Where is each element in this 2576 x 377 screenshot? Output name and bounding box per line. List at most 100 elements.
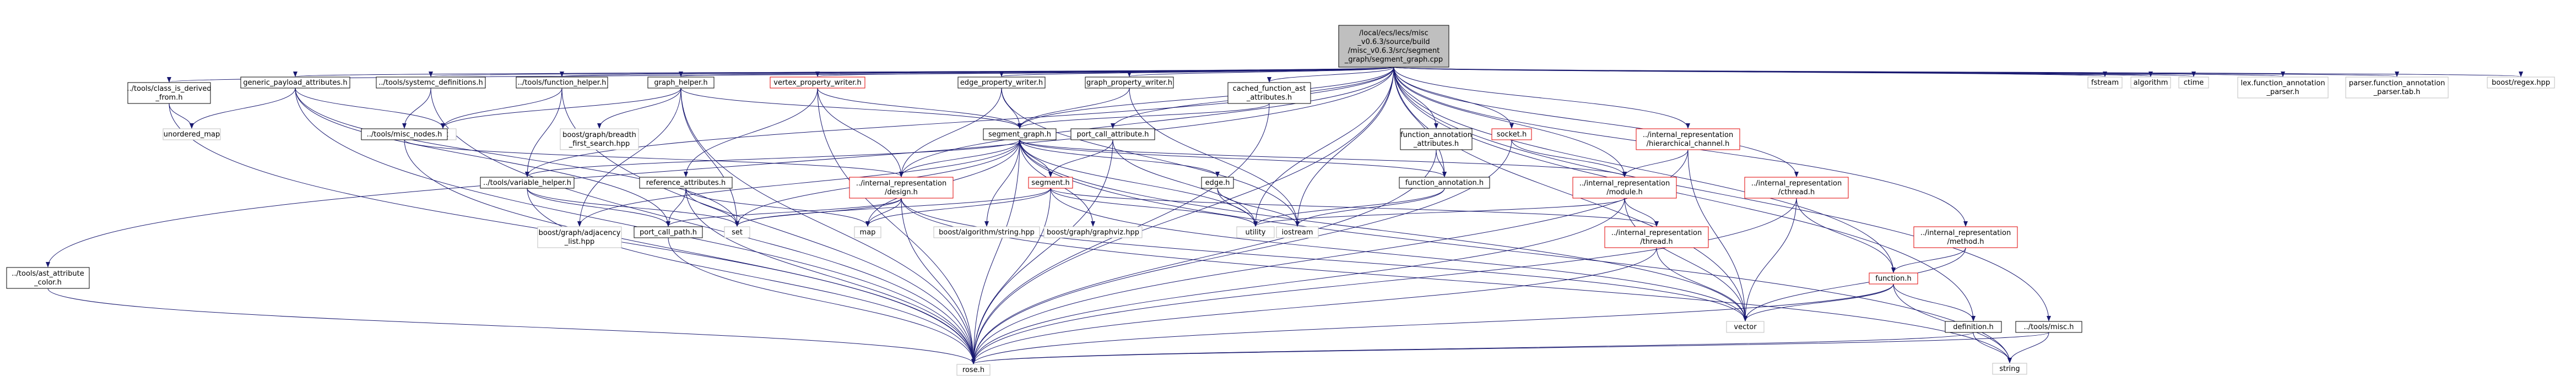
node-label: lex.function_annotation: [2241, 79, 2325, 88]
edge-ir_thread-to-rose: [971, 247, 1657, 364]
node-label: /local/ecs/lecs/misc: [1359, 29, 1428, 37]
node-function_h[interactable]: function.h: [1869, 272, 1918, 285]
node-label: /hierarchical_channel.h: [1647, 140, 1730, 148]
edge-root-to-definition_h: [1393, 67, 1976, 321]
node-label: segment_graph.h: [988, 130, 1051, 139]
edge-function_helper-to-list: [441, 88, 562, 129]
node-label: ../tools/misc.h: [2024, 323, 2074, 331]
node-label: segment.h: [1031, 179, 1069, 187]
node-label: _graph/segment_graph.cpp: [1344, 56, 1443, 64]
edge-generic_payload-to-port_call_path: [295, 88, 670, 227]
edge-function_h-to-rose: [971, 283, 1894, 364]
node-label: /design.h: [885, 188, 918, 196]
edge-root-to-edge_writer: [999, 67, 1394, 77]
node-label: _color.h: [34, 278, 62, 287]
node-box: [376, 77, 486, 89]
node-misc_nodes[interactable]: ../tools/misc_nodes.h: [361, 128, 448, 140]
edge-root-to-socket: [1393, 67, 1514, 129]
node-bfs: boost/graph/breadth_first_search.hpp: [560, 128, 639, 150]
edge-fn_annotation-to-iostream: [1295, 188, 1445, 227]
edge-root-to-vector: [1393, 67, 1747, 321]
node-ir_method[interactable]: ../internal_representation/method.h: [1913, 226, 2018, 248]
node-label: ../tools/misc_nodes.h: [367, 130, 442, 139]
node-misc_h[interactable]: ../tools/misc.h: [2015, 321, 2082, 333]
node-label: ctime: [2184, 79, 2204, 87]
node-hier_channel[interactable]: ../internal_representation/hierarchical_…: [1636, 128, 1740, 150]
node-systemc_defs[interactable]: ../tools/systemc_definitions.h: [376, 77, 486, 89]
node-graph_helper[interactable]: graph_helper.h: [647, 77, 715, 89]
node-graph_writer[interactable]: graph_property_writer.h: [1085, 77, 1174, 89]
node-box: [634, 226, 703, 238]
edge-graph_helper-to-bfs: [597, 88, 681, 129]
node-label: ../tools/ast_attribute: [12, 270, 84, 278]
node-box: [983, 128, 1057, 140]
node-map: map: [854, 226, 881, 238]
node-label: function_annotation: [1400, 131, 1472, 139]
node-ir_design[interactable]: ../internal_representation/design.h: [849, 177, 954, 199]
edge-ir_design-to-rose: [901, 198, 976, 364]
node-fn_ann_attrs[interactable]: function_annotation_attributes.h: [1400, 128, 1473, 150]
node-label: _first_search.hpp: [569, 140, 630, 148]
node-label: /module.h: [1606, 188, 1642, 196]
node-label: fstream: [2091, 79, 2119, 87]
node-label: rose.h: [962, 366, 984, 374]
node-box: [1572, 177, 1677, 199]
edge-segment_h-to-rose: [971, 188, 1051, 364]
edge-edge_writer-to-iostream: [1001, 88, 1300, 227]
edge-misc_h-to-rose: [971, 332, 2049, 364]
node-box: [6, 267, 90, 289]
node-boost_regex: boost/regex.hpp: [2487, 77, 2555, 89]
edge-segment_graph-to-adjacency: [577, 139, 1020, 227]
node-box: [854, 226, 881, 238]
node-ir_module[interactable]: ../internal_representation/module.h: [1572, 177, 1677, 199]
node-ir_cthread[interactable]: ../internal_representation/cthread.h: [1744, 177, 1849, 199]
edge-segment_h-to-vector: [1050, 188, 1747, 321]
node-label: _attributes.h: [1413, 140, 1459, 148]
node-box: [1744, 177, 1849, 199]
node-variable_helper[interactable]: ../tools/variable_helper.h: [480, 177, 575, 189]
node-socket[interactable]: socket.h: [1491, 128, 1532, 140]
node-edge_writer[interactable]: edge_property_writer.h: [957, 77, 1046, 89]
edge-segment_graph-to-string: [1019, 139, 2012, 363]
node-box: [1043, 226, 1143, 238]
edge-graph_writer-to-iostream: [1129, 88, 1300, 227]
edge-root-to-rose: [971, 67, 1394, 364]
edge-ast_attr_color-to-rose: [47, 288, 976, 364]
edge-ir_cthread-to-function_h: [1796, 198, 1896, 273]
node-fn_annotation[interactable]: function_annotation.h: [1399, 177, 1490, 189]
edge-root-to-ast_attr_color: [46, 67, 1394, 267]
node-label: edge_property_writer.h: [960, 79, 1043, 87]
edge-graph_helper-to-segment_graph: [680, 88, 1022, 129]
node-vertex_writer[interactable]: vertex_property_writer.h: [770, 77, 865, 89]
node-label: _v0.6.3/source/build: [1357, 38, 1430, 46]
edge-ir_design-to-vector: [901, 198, 1747, 321]
edge-graph_helper-to-adjacency: [577, 88, 681, 227]
node-box: [1085, 77, 1174, 89]
node-definition_h[interactable]: definition.h: [1945, 321, 2002, 333]
node-edge_h[interactable]: edge.h: [1201, 177, 1234, 189]
node-label: iostream: [1281, 228, 1313, 237]
node-label: ../tools/variable_helper.h: [483, 179, 571, 187]
edge-variable_helper-to-port_call_path: [527, 188, 670, 227]
edge-graph_helper-to-rose: [680, 88, 976, 364]
node-cached_fn[interactable]: cached_function_ast_attributes.h: [1227, 82, 1311, 104]
edge-generic_payload-to-set: [295, 88, 739, 227]
node-box: [2130, 77, 2171, 89]
node-label: boost/graph/adjacency: [539, 229, 621, 237]
edge-misc_nodes-to-rose: [404, 139, 976, 364]
node-port_call_attr[interactable]: port_call_attribute.h: [1070, 128, 1155, 140]
node-reference_attrs[interactable]: reference_attributes.h: [639, 177, 733, 189]
node-function_helper[interactable]: ../tools/function_helper.h: [516, 77, 608, 89]
node-port_call_path[interactable]: port_call_path.h: [634, 226, 703, 238]
node-ir_thread[interactable]: ../internal_representation/thread.h: [1604, 226, 1709, 248]
node-box: [537, 226, 622, 248]
node-segment_graph[interactable]: segment_graph.h: [983, 128, 1057, 140]
node-segment_h[interactable]: segment.h: [1028, 177, 1073, 189]
node-generic_payload[interactable]: generic_payload_attributes.h: [240, 77, 350, 89]
node-ast_attr_color[interactable]: ../tools/ast_attribute_color.h: [6, 267, 90, 289]
edge-segment_h-to-set: [735, 188, 1051, 227]
node-root[interactable]: /local/ecs/lecs/misc_v0.6.3/source/build…: [1338, 25, 1449, 68]
edge-reference_attrs-to-rose: [685, 188, 976, 364]
node-class_is_derived[interactable]: ../tools/class_is_derived_from.h: [127, 82, 212, 104]
